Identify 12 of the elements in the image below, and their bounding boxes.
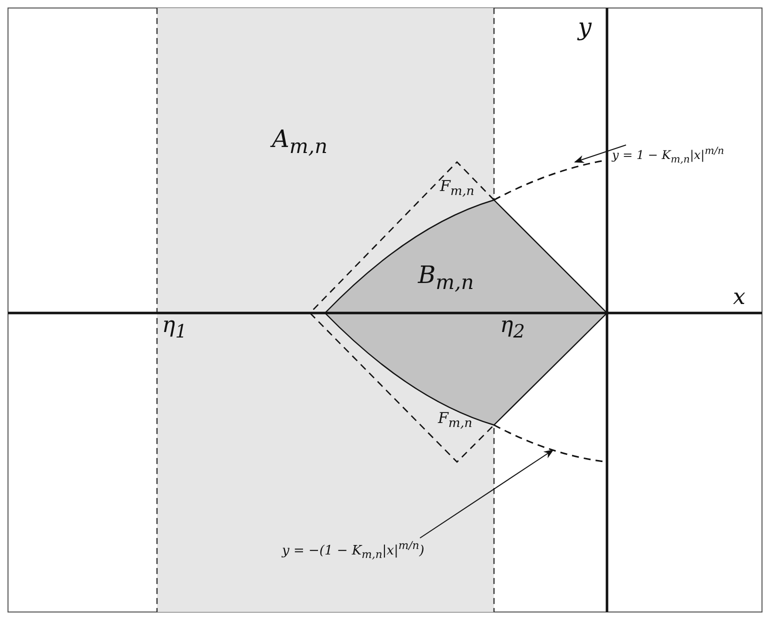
region-label: F$_{m,n}$ <box>438 410 472 430</box>
region-label: A$_{m,n}$ <box>272 126 328 157</box>
region-label: B$_{m,n}$ <box>418 262 474 293</box>
boundary-label: η$_{2}$ <box>500 314 525 343</box>
leader-arrow <box>574 144 626 163</box>
axis-label: y <box>578 14 592 40</box>
formula-label: y = 1 − K$_{m,n}$|x|$^{m/n}$ <box>612 146 724 166</box>
boundary-label: η$_{1}$ <box>162 314 187 343</box>
axis-label: x <box>733 286 746 310</box>
leader-arrow <box>420 449 554 538</box>
region-label: F$_{m,n}$ <box>440 178 474 198</box>
formula-label: y = −(1 − K$_{m,n}$|x|$^{m/n}$) <box>282 540 424 561</box>
